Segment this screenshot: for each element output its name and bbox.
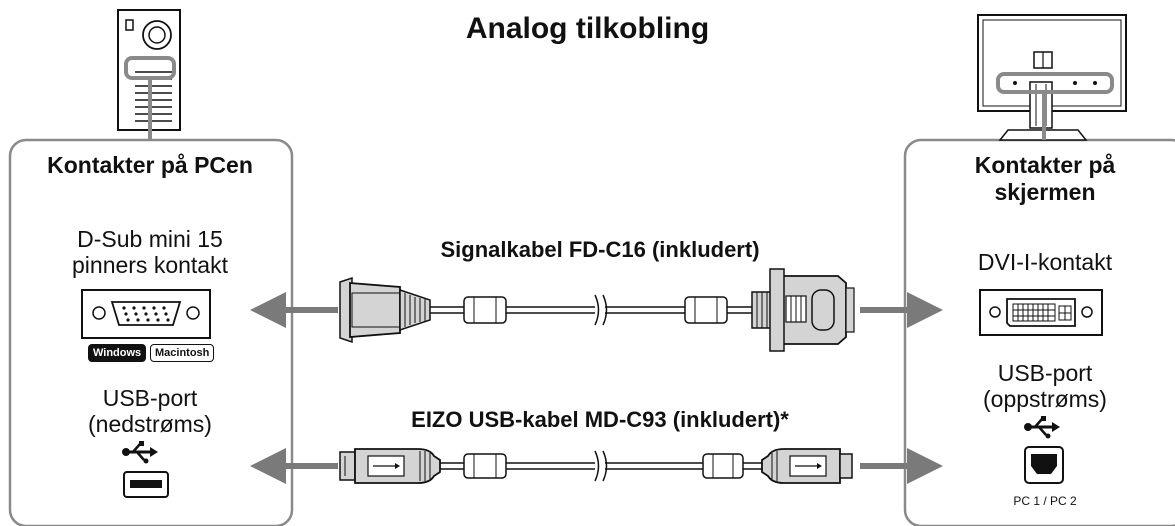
pc-port-label: PC 1 / PC 2 <box>1013 494 1077 508</box>
signal-cable-label: Signalkabel FD-C16 (inkludert) <box>440 237 760 262</box>
dvi-port-label: DVI-I-kontakt <box>977 249 1113 275</box>
usb-a-port-icon <box>123 471 169 498</box>
usb-downstream-label: USB-port (nedstrøms) <box>88 385 212 437</box>
usb-icon-right <box>1024 416 1060 439</box>
left-panel-heading: Kontakter på PCen <box>47 152 253 178</box>
right-panel-heading: Kontakter på skjermen <box>974 152 1116 205</box>
monitor-rear-icon <box>977 14 1127 141</box>
usb-cable-graphic <box>339 448 853 484</box>
usb-icon-left <box>122 441 158 464</box>
dsub-port-icon <box>81 289 211 339</box>
dvi-port-icon <box>979 289 1103 336</box>
windows-badge: Windows <box>88 344 147 362</box>
usb-b-port-icon <box>1024 446 1064 484</box>
diagram-title: Analog tilkobling <box>465 12 710 45</box>
macintosh-badge: Macintosh <box>150 344 215 362</box>
usb-upstream-label: USB-port (oppstrøms) <box>983 360 1107 412</box>
signal-cable-graphic <box>339 268 855 352</box>
pc-tower-icon <box>117 9 181 140</box>
usb-cable-label: EIZO USB-kabel MD-C93 (inkludert)* <box>411 407 789 432</box>
dsub-port-label: D-Sub mini 15 pinners kontakt <box>72 226 228 278</box>
